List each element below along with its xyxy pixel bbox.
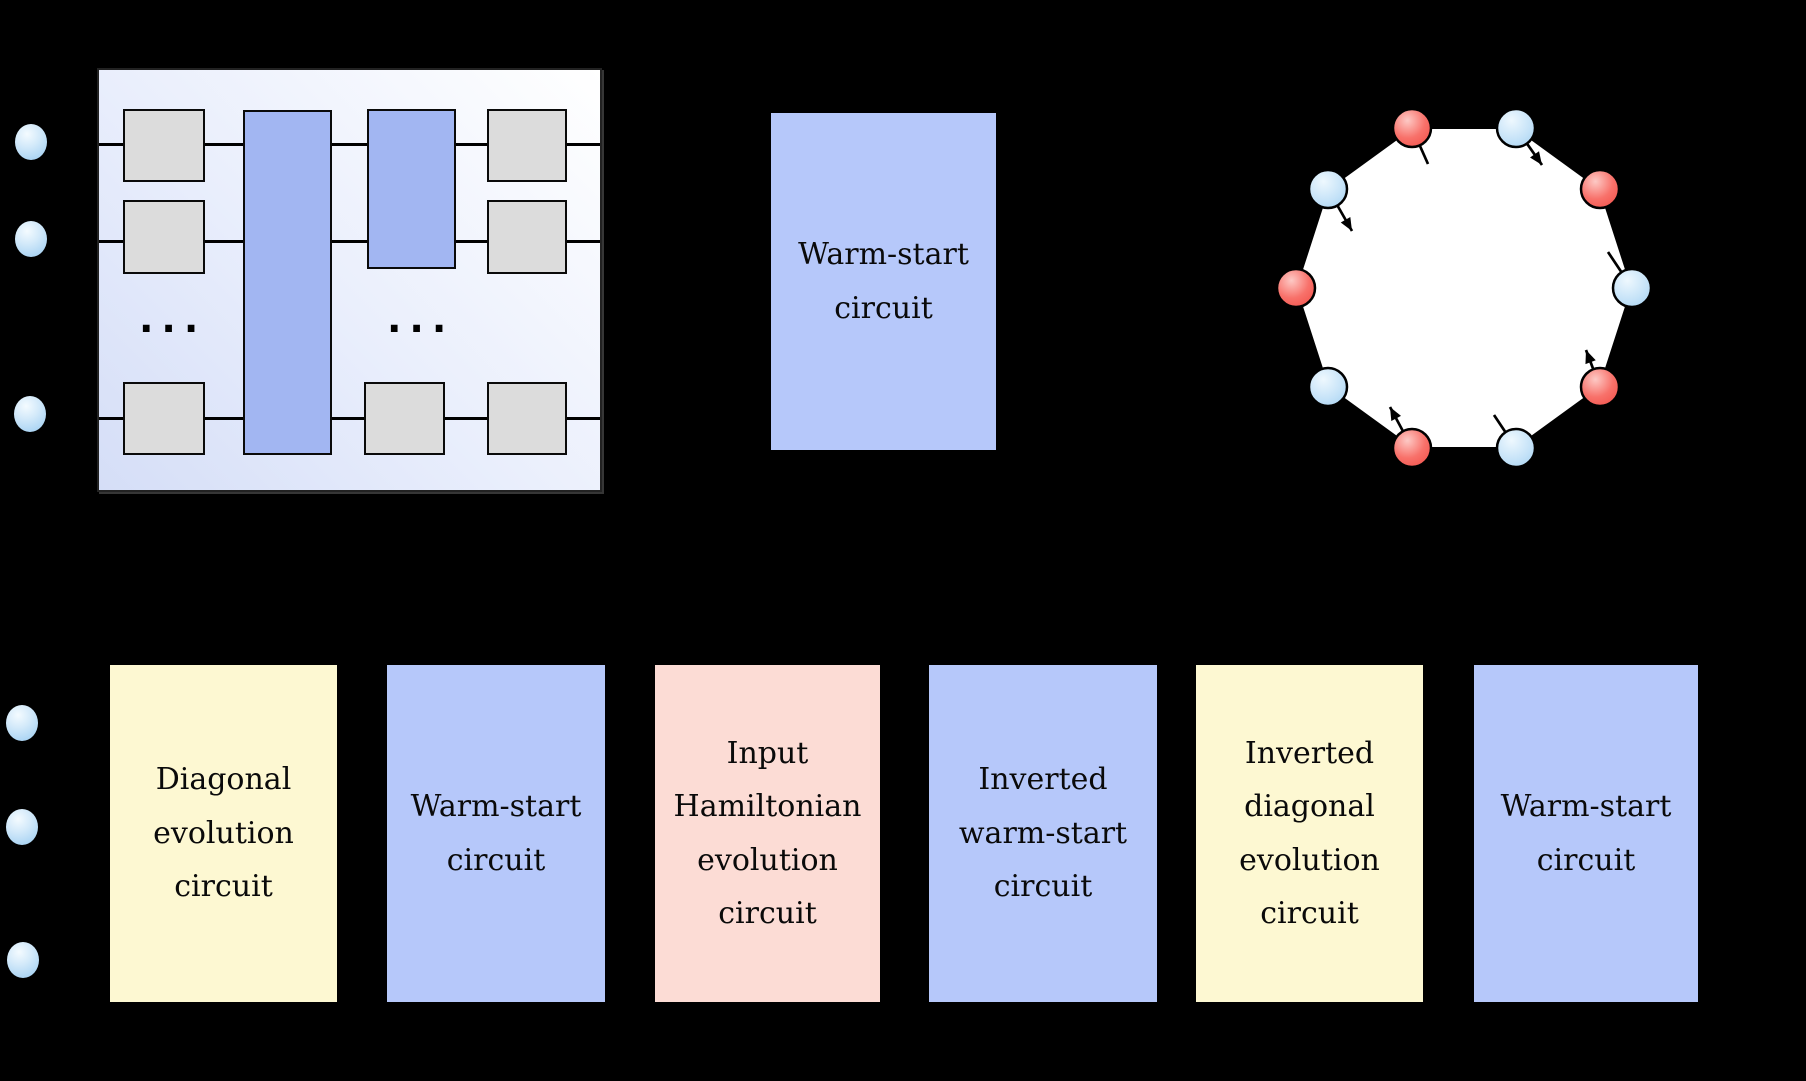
single-qubit-gate <box>123 109 205 182</box>
ellipsis: ... <box>387 297 455 341</box>
spin-node-red <box>1391 107 1433 149</box>
spin-node-blue <box>1611 267 1653 309</box>
spin-node-red <box>1391 427 1433 469</box>
diagonal-evolution-circuit-box: Diagonal evolution circuit <box>110 665 337 1002</box>
box-label: Warm-start circuit <box>1500 789 1672 878</box>
spin-arrowhead <box>1340 216 1352 231</box>
inverted-diagonal-evolution-circuit-box: Inverted diagonal evolution circuit <box>1196 665 1423 1002</box>
single-qubit-gate <box>123 200 205 274</box>
box-label: Input Hamiltonian evolution circuit <box>673 735 862 931</box>
spin-ring-polygon <box>1294 127 1634 449</box>
box-label: Inverted warm-start circuit <box>958 762 1128 905</box>
qubit-wire <box>99 240 600 243</box>
qubit-wire <box>99 143 600 146</box>
box-label: Inverted diagonal evolution circuit <box>1239 735 1380 931</box>
spin-arrowhead <box>1585 350 1596 365</box>
qubit-circle <box>6 705 38 741</box>
spin-node-blue <box>1307 168 1349 210</box>
inverted-warm-start-circuit-box: Inverted warm-start circuit <box>929 665 1157 1002</box>
spin-node-red <box>1579 168 1621 210</box>
qubit-circle <box>15 221 47 257</box>
spin-arrowhead <box>1530 151 1542 165</box>
single-qubit-gate <box>487 109 567 182</box>
box-label: Warm-start circuit <box>798 237 969 326</box>
spin-node-blue <box>1307 366 1349 408</box>
single-qubit-gate <box>487 382 567 455</box>
box-label: Diagonal evolution circuit <box>153 762 294 905</box>
single-qubit-gate <box>364 382 445 455</box>
spin-arrowhead <box>1390 407 1401 422</box>
entangling-gate-block <box>243 110 332 455</box>
input-hamiltonian-evolution-circuit-box: Input Hamiltonian evolution circuit <box>655 665 880 1002</box>
single-qubit-gate <box>123 382 205 455</box>
qubit-circle <box>7 942 39 978</box>
entangling-gate-block <box>367 109 456 269</box>
ellipsis: ... <box>139 297 207 341</box>
spin-node-red <box>1579 366 1621 408</box>
spin-node-red <box>1275 267 1317 309</box>
qubit-circle <box>14 396 46 432</box>
spin-node-blue <box>1495 427 1537 469</box>
warm-start-circuit-box: Warm-start circuit <box>771 113 996 450</box>
warm-start-circuit-box: Warm-start circuit <box>1474 665 1698 1002</box>
spin-ring-diagram <box>1275 107 1653 469</box>
single-qubit-gate <box>487 200 567 274</box>
box-label: Warm-start circuit <box>410 789 582 878</box>
qubit-circle <box>6 809 38 845</box>
qubit-circle <box>15 124 47 160</box>
warm-start-circuit-box: Warm-start circuit <box>387 665 605 1002</box>
spin-node-blue <box>1495 107 1537 149</box>
qubit-wire <box>99 417 600 420</box>
ansatz-panel: ... ... <box>97 68 602 492</box>
